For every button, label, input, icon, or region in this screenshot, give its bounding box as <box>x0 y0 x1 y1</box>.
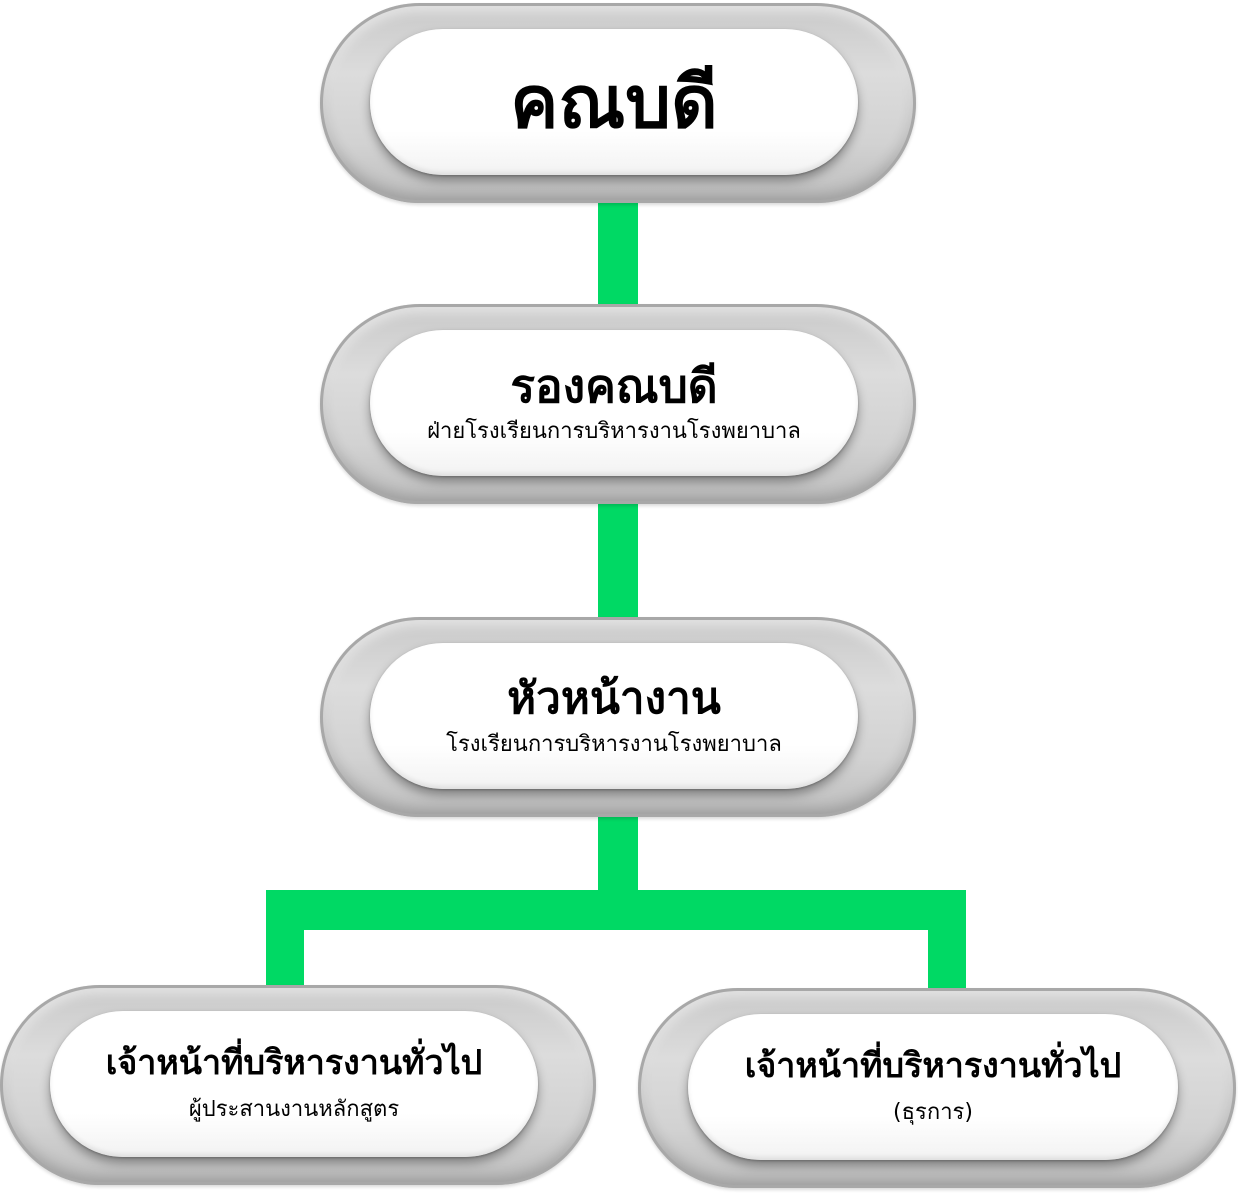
node-head: หัวหน้างาน โรงเรียนการบริหารงานโรงพยาบาล <box>320 617 916 817</box>
officer-curriculum-subtitle: ผู้ประสานงานหลักสูตร <box>188 1097 400 1123</box>
node-officer-curriculum: เจ้าหน้าที่บริหารงานทั่วไป ผู้ประสานงานห… <box>0 985 596 1185</box>
connector-branch-left-drop <box>266 890 304 995</box>
connector-dean-to-deputy <box>598 200 638 312</box>
connector-horizontal-branch <box>266 890 966 930</box>
node-deputy-dean: รองคณบดี ฝ่ายโรงเรียนการบริหารงานโรงพยาบ… <box>320 304 916 504</box>
node-deputy-dean-inner: รองคณบดี ฝ่ายโรงเรียนการบริหารงานโรงพยาบ… <box>370 330 858 476</box>
node-officer-admin: เจ้าหน้าที่บริหารงานทั่วไป (ธุรการ) <box>638 988 1236 1188</box>
node-head-inner: หัวหน้างาน โรงเรียนการบริหารงานโรงพยาบาล <box>370 643 858 789</box>
officer-curriculum-title: เจ้าหน้าที่บริหารงานทั่วไป <box>105 1043 483 1084</box>
connector-deputy-to-head <box>598 500 638 624</box>
officer-admin-title: เจ้าหน้าที่บริหารงานทั่วไป <box>744 1046 1122 1087</box>
dean-title: คณบดี <box>510 59 718 144</box>
officer-admin-subtitle: (ธุรการ) <box>893 1100 973 1126</box>
node-officer-curriculum-inner: เจ้าหน้าที่บริหารงานทั่วไป ผู้ประสานงานห… <box>50 1011 538 1157</box>
deputy-dean-title: รองคณบดี <box>510 359 718 414</box>
deputy-dean-subtitle: ฝ่ายโรงเรียนการบริหารงานโรงพยาบาล <box>427 419 801 445</box>
head-title: หัวหน้างาน <box>507 672 721 724</box>
node-officer-admin-inner: เจ้าหน้าที่บริหารงานทั่วไป (ธุรการ) <box>688 1014 1178 1160</box>
node-dean: คณบดี <box>320 3 916 203</box>
head-subtitle: โรงเรียนการบริหารงานโรงพยาบาล <box>446 732 782 758</box>
node-dean-inner: คณบดี <box>370 29 858 175</box>
connector-branch-right-drop <box>928 890 966 995</box>
